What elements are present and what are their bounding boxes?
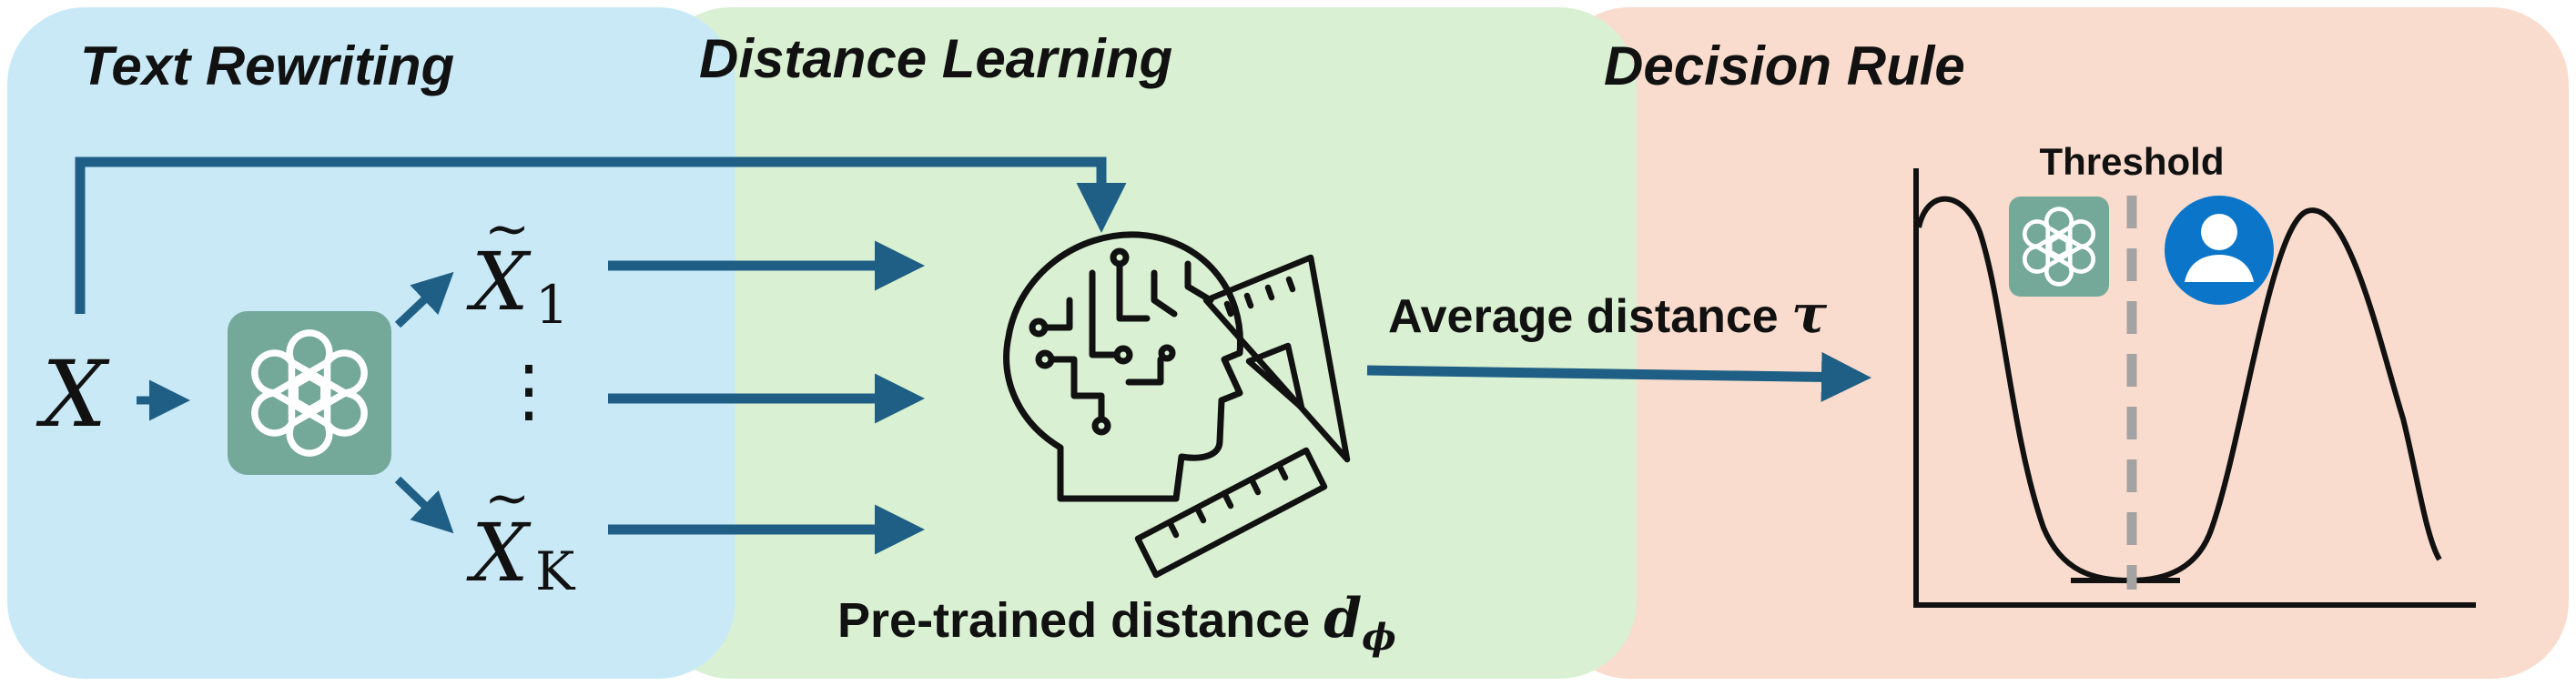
decision-plot: Threshold — [1913, 140, 2476, 608]
distance-distribution-curve — [1916, 196, 2442, 584]
machine-side-icon — [2009, 197, 2109, 297]
rewriter-llm — [228, 311, 391, 475]
skip-connection-arrow — [75, 156, 1127, 314]
human-side-icon — [2165, 196, 2274, 305]
rewriter-to-last-arrow — [394, 476, 454, 534]
rewritten-text-last: ~ X K — [466, 467, 576, 602]
model-to-decision-arrow — [1366, 351, 1871, 402]
user-head — [2201, 214, 2237, 250]
last-output-tilde: ~ — [484, 467, 530, 530]
average-distance-symbol: τ — [1791, 283, 1828, 345]
decision-title: Decision Rule — [1604, 35, 1965, 96]
first-output-subscript: 1 — [535, 274, 569, 336]
first-output-symbol: X — [466, 235, 532, 328]
input-text-symbol: X — [35, 341, 110, 448]
distance-symbol: d — [1323, 587, 1362, 651]
brain-circuit-icon — [1003, 231, 1243, 502]
learning-panel — [654, 7, 1637, 679]
first-output-tilde: ~ — [484, 197, 530, 261]
average-distance-label: Average distance τ — [1388, 283, 1828, 345]
rewriting-title: Text Rewriting — [80, 35, 454, 96]
user-shoulders — [2185, 255, 2254, 282]
rewriter-to-first-arrow — [394, 271, 454, 328]
decision-panel — [1552, 7, 2569, 679]
threshold-label: Threshold — [2039, 140, 2224, 183]
ruler-triangle-icon — [1134, 254, 1351, 579]
average-distance-text: Average distance — [1388, 290, 1791, 343]
pretrained-distance-text: Pre-trained distance — [837, 593, 1323, 648]
rewritten-text-first: ~ X 1 — [466, 197, 569, 336]
distance-subscript: ϕ — [1362, 616, 1396, 659]
learning-title: Distance Learning — [699, 28, 1172, 89]
last-output-symbol: X — [466, 506, 532, 600]
last-output-subscript: K — [535, 540, 576, 602]
outputs-ellipsis: ⋮ — [494, 349, 563, 430]
machine-gpt-tile — [2009, 197, 2109, 297]
pretrained-distance-label: Pre-trained distance dϕ — [837, 587, 1396, 659]
